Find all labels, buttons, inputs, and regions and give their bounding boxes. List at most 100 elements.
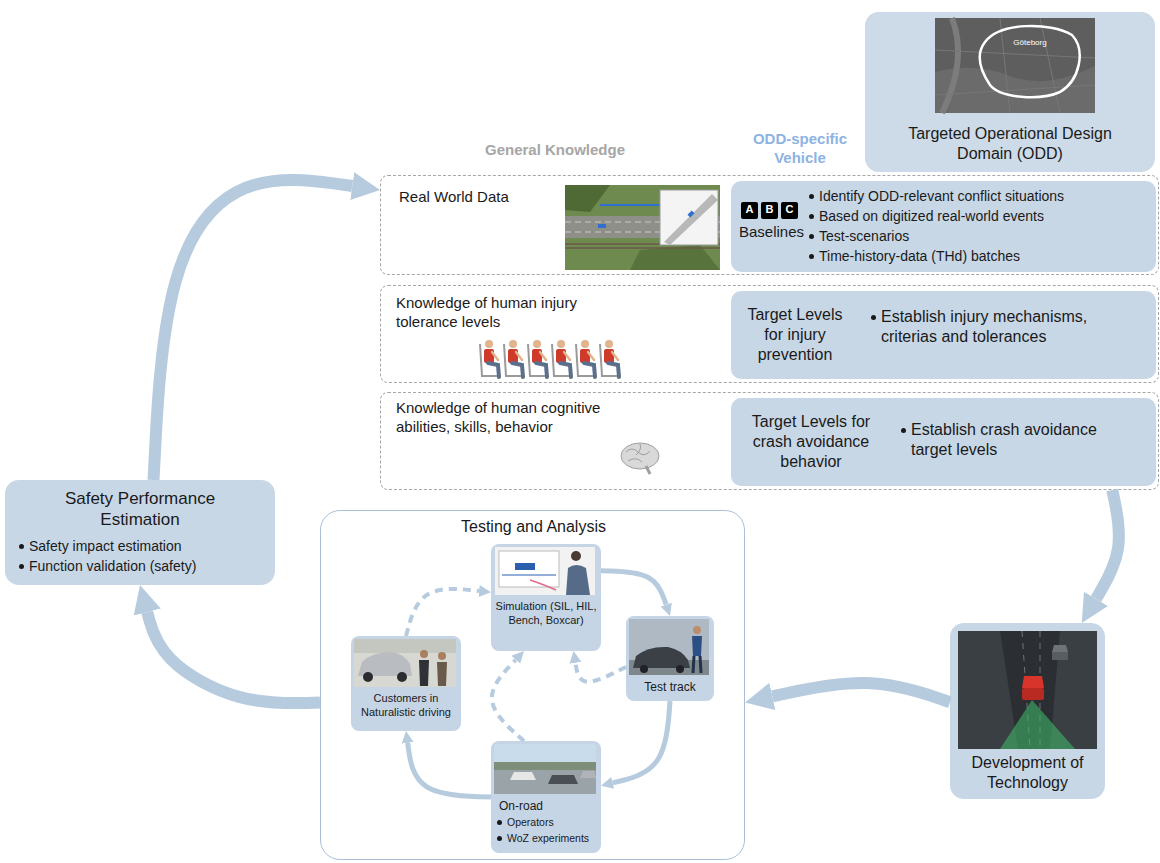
odd-map <box>935 18 1095 113</box>
customer-photo <box>419 660 429 686</box>
knowledge-band: Real World Data BaselinesIdentify ODD-rel… <box>380 175 1159 275</box>
aerial-photo <box>565 244 720 248</box>
test-track-photo <box>693 656 701 673</box>
customer-photo <box>354 639 456 687</box>
bullet-text: WoZ experiments <box>507 832 600 845</box>
on-road-photo <box>494 744 596 794</box>
bullet-dot <box>809 234 814 239</box>
brain-icon <box>621 443 659 469</box>
aerial-photo <box>565 185 610 212</box>
target-box: Target Levels for crash avoidance behavi… <box>731 398 1156 486</box>
test-track-photo <box>629 660 709 675</box>
technology-render <box>1000 700 1075 749</box>
test-stage-box: On-roadOperatorsWoZ experiments <box>491 741 601 853</box>
flow-arrow <box>772 683 950 702</box>
test-track-photo <box>629 619 709 675</box>
aerial-photo <box>565 185 720 270</box>
aerial-photo <box>687 210 694 217</box>
test-track-photo <box>640 665 648 673</box>
aerial-photo <box>660 190 718 245</box>
technology-render <box>1022 676 1044 688</box>
knowledge-band: Knowledge of human cognitive abilities, … <box>380 392 1159 490</box>
bullet-dot <box>809 254 814 259</box>
node-text: Baselines <box>739 223 811 242</box>
flow-arrow <box>1096 490 1119 599</box>
bullet-dot <box>497 836 502 841</box>
bullet-dot <box>809 214 814 219</box>
simulation-photo <box>530 580 556 590</box>
test-track-photo <box>676 665 684 673</box>
bullet-text: Safety impact estimation <box>29 538 269 556</box>
seated-dummies <box>600 340 619 377</box>
test-track-photo <box>629 619 709 675</box>
simulation-photo <box>499 551 559 587</box>
test-track-photo <box>693 626 701 634</box>
odd-map <box>935 18 1095 113</box>
customer-photo <box>363 672 373 682</box>
brain-icon <box>646 466 650 474</box>
customer-photo <box>397 672 407 682</box>
technology-render <box>1052 645 1068 652</box>
dashed-flow-arrow <box>575 663 626 682</box>
seated-dummies <box>480 340 499 377</box>
customer-photo <box>358 652 412 676</box>
seated-dummies <box>576 340 595 377</box>
simulation-photo <box>495 547 595 595</box>
technology-render <box>958 631 1097 749</box>
node-text: Real World Data <box>399 188 569 207</box>
aerial-photo <box>565 222 720 232</box>
node-text: Targeted Operational Design Domain (ODD) <box>895 124 1125 164</box>
odd-map <box>935 66 1095 113</box>
customer-photo <box>438 652 446 660</box>
flow-arrow <box>408 743 491 797</box>
column-heading: General Knowledge <box>455 141 655 160</box>
seated-dummies <box>480 340 619 377</box>
bullet-text: Operators <box>507 816 600 829</box>
bullet-text: Establish crash avoidance target levels <box>911 420 1126 460</box>
baseline-badge: B <box>761 202 778 219</box>
on-road-photo <box>580 771 596 778</box>
node-text: Customers in Naturalistic driving <box>354 692 458 720</box>
baseline-box: BaselinesIdentify ODD-relevant conflict … <box>731 181 1156 272</box>
column-heading: ODD-specific Vehicle <box>735 130 865 168</box>
node-text: Test track <box>628 680 712 695</box>
node-text: B <box>761 203 778 217</box>
map-label: Göteborg <box>1000 38 1060 48</box>
seated-dummies <box>504 340 523 377</box>
knowledge-band: Knowledge of human injury tolerance leve… <box>380 285 1159 383</box>
odd-box: Targeted Operational Design Domain (ODD) <box>865 12 1155 172</box>
test-stage-box: Simulation (SIL, HIL, Bench, Boxcar) <box>491 544 601 651</box>
dashed-flow-arrow <box>492 660 524 741</box>
flow-arrow <box>613 701 670 783</box>
odd-map <box>980 26 1080 97</box>
bullet-dot <box>809 194 814 199</box>
test-track-photo <box>692 636 702 656</box>
test-stage-box: Test track <box>626 616 714 701</box>
simulation-photo <box>515 563 535 570</box>
node-text: A <box>741 203 758 217</box>
technology-render <box>1022 688 1044 700</box>
bullet-text: Test-scenarios <box>819 228 1149 246</box>
technology-render <box>958 631 1097 749</box>
testing-container: Testing and AnalysisSimulation (SIL, HIL… <box>320 510 745 860</box>
node-text: Target Levels for injury prevention <box>739 305 851 365</box>
bullet-text: Time-history-data (THd) batches <box>819 248 1149 266</box>
node-text: Development of Technology <box>955 753 1100 793</box>
simulation-photo <box>502 575 556 576</box>
technology-render <box>1050 631 1097 749</box>
process-box: Safety Performance EstimationSafety impa… <box>5 480 275 585</box>
flow-arrow <box>154 180 353 480</box>
node-text: Target Levels for crash avoidance behavi… <box>735 412 887 472</box>
flow-arrow <box>147 612 320 703</box>
aerial-photo <box>598 224 606 228</box>
odd-map <box>942 18 958 113</box>
test-stage-box: Customers in Naturalistic driving <box>351 636 461 731</box>
customer-photo <box>354 639 456 653</box>
brain-icon <box>626 444 650 462</box>
customer-photo <box>437 662 447 686</box>
target-box: Target Levels for injury preventionEstab… <box>731 291 1156 379</box>
on-road-photo <box>494 770 596 794</box>
test-track-photo <box>633 647 690 668</box>
bullet-text: Based on digitized real-world events <box>819 208 1149 226</box>
node-text: C <box>781 203 798 217</box>
